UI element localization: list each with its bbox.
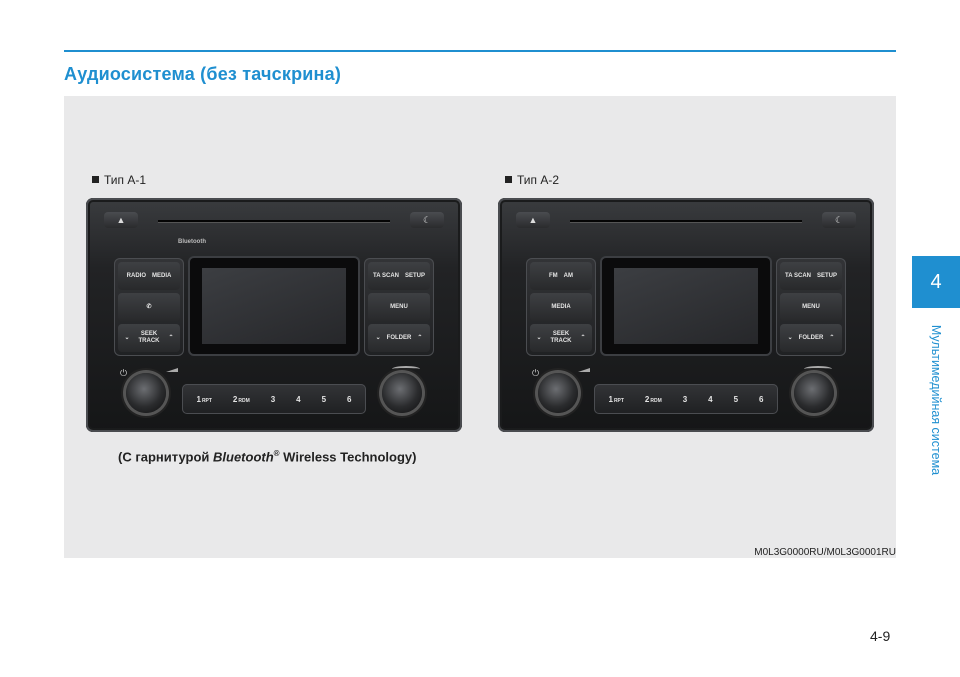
chapter-tab: 4 [912,256,960,308]
preset-3-button: 3 [270,394,276,404]
preset-bar: 1RPT 2RDM 3 4 5 6 [594,384,778,414]
folder-button: ⌄ FOLDER ⌃ [780,324,842,352]
preset-4-button: 4 [708,394,713,404]
preset-6-button: 6 [758,394,764,404]
preset-2-button: 2RDM [644,394,662,404]
night-mode-icon: ☾ [410,212,444,228]
power-icon: ⏻ [120,368,128,378]
page-number: 4-9 [870,628,891,644]
image-code-label: M0L3G0000RU/M0L3G0001RU [754,547,896,558]
header-rule [64,50,896,52]
preset-6-button: 6 [346,394,352,404]
chevron-down-icon: ⌄ [124,334,130,341]
cd-slot [158,220,390,223]
phone-icon: ✆ [118,293,180,321]
figure-caption: (С гарнитурой Bluetooth® Wireless Techno… [118,449,417,465]
eject-icon: ▲ [516,212,550,228]
folder-button: ⌄ FOLDER ⌃ [368,324,430,352]
display-screen [202,268,346,344]
tune-knob [794,373,834,413]
chevron-up-icon: ⌃ [168,334,174,341]
preset-5-button: 5 [321,394,327,404]
power-volume-knob [538,373,578,413]
media-button: MEDIA [530,293,592,321]
chevron-up-icon: ⌃ [580,334,586,341]
preset-2-button: 2RDM [232,394,250,404]
night-mode-icon: ☾ [822,212,856,228]
bluetooth-logo: Bluetooth [178,239,206,245]
preset-5-button: 5 [733,394,739,404]
tune-icon [392,366,420,372]
display-screen [614,268,758,344]
menu-button: MENU [780,293,842,321]
type-label-a2: Тип A-2 [505,173,559,187]
preset-1-button: 1RPT [608,394,624,404]
menu-button: MENU [368,293,430,321]
bullet-square-icon [505,176,512,183]
preset-4-button: 4 [296,394,301,404]
tune-knob [382,373,422,413]
power-icon: ⏻ [532,368,540,378]
preset-bar: 1RPT 2RDM 3 4 5 6 [182,384,366,414]
bullet-square-icon [92,176,99,183]
chevron-down-icon: ⌄ [787,334,793,341]
eject-icon: ▲ [104,212,138,228]
section-side-label: Мультимедийная система [929,324,943,476]
chevron-down-icon: ⌄ [536,334,542,341]
volume-icon [578,368,590,372]
chevron-up-icon: ⌃ [829,334,835,341]
type-label-a1: Тип A-1 [92,173,146,187]
preset-3-button: 3 [682,394,688,404]
page-title: Аудиосистема (без тачскрина) [64,64,342,84]
chevron-up-icon: ⌃ [417,334,423,341]
chevron-down-icon: ⌄ [375,334,381,341]
cd-slot [570,220,802,223]
preset-1-button: 1RPT [196,394,212,404]
volume-icon [166,368,178,372]
tune-icon [804,366,832,372]
power-volume-knob [126,373,166,413]
